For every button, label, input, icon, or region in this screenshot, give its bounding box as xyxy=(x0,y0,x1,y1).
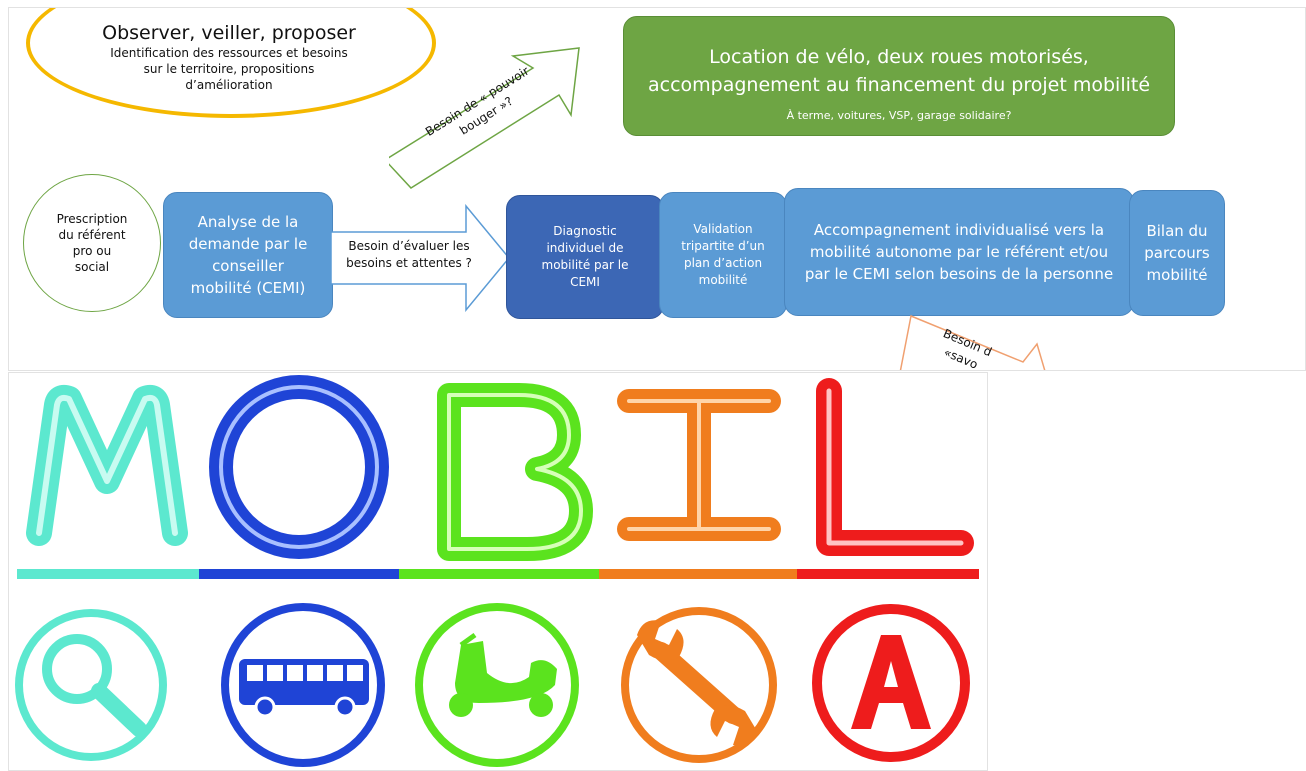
prescription-circle: Prescription du référent pro ou social xyxy=(23,174,161,312)
mobil-logo-panel xyxy=(8,372,988,771)
bar-segment-5 xyxy=(797,569,979,579)
prescription-line-1: Prescription xyxy=(56,212,128,226)
location-title: Location de vélo, deux roues motorisés, … xyxy=(624,43,1174,99)
bilan-line-1: Bilan du xyxy=(1146,222,1208,240)
observe-description: Identification des ressources et besoins… xyxy=(79,45,379,93)
prescription-line-4: social xyxy=(74,260,110,274)
letter-m xyxy=(26,384,188,546)
letter-l xyxy=(816,378,974,556)
analyse-box: Analyse de la demande par le conseiller … xyxy=(163,192,333,318)
wrench-icon xyxy=(621,607,777,763)
bilan-line-3: mobilité xyxy=(1146,266,1208,284)
evaluer-label-line-1: Besoin d’évaluer les xyxy=(348,239,470,253)
accompagnement-line-1: Accompagnement individualisé vers la xyxy=(813,221,1105,239)
observe-line-3: d’amélioration xyxy=(185,78,273,92)
diagnostic-box: Diagnostic individuel de mobilité par le… xyxy=(506,195,664,319)
analyse-line-3: conseiller xyxy=(212,257,284,275)
diagnostic-line-1: Diagnostic xyxy=(553,224,617,238)
validation-line-2: tripartite d’un xyxy=(681,239,765,253)
validation-line-1: Validation xyxy=(693,222,753,236)
mobil-logo xyxy=(15,375,979,767)
mobility-diagram-panel: Observer, veiller, proposer Identificati… xyxy=(8,7,1306,371)
accompagnement-line-2: mobilité autonome par le référent et/ou xyxy=(809,243,1109,261)
magnifier-icon xyxy=(15,609,167,761)
bar-segment-3 xyxy=(399,569,599,579)
bilan-line-2: parcours xyxy=(1144,244,1210,262)
validation-line-4: mobilité xyxy=(698,273,748,287)
prescription-line-3: pro ou xyxy=(72,244,112,258)
evaluer-arrow xyxy=(331,204,510,312)
observe-title: Observer, veiller, proposer xyxy=(102,22,356,44)
diagnostic-line-2: individuel de xyxy=(546,241,624,255)
validation-box: Validation tripartite d’un plan d’action… xyxy=(659,192,787,318)
scooter-icon xyxy=(415,603,579,767)
driving-school-a-icon xyxy=(812,604,970,762)
accompagnement-line-3: par le CEMI selon besoins de la personne xyxy=(804,265,1114,283)
location-box: Location de vélo, deux roues motorisés, … xyxy=(623,16,1175,136)
location-line-1: Location de vélo, deux roues motorisés, xyxy=(709,46,1089,68)
bar-segment-4 xyxy=(599,569,797,579)
evaluer-label: Besoin d’évaluer les besoins et attentes… xyxy=(339,238,479,272)
letter-o xyxy=(209,375,389,559)
letter-b xyxy=(437,383,593,561)
pouvoir-arrow xyxy=(389,47,580,189)
bar-segment-1 xyxy=(17,569,199,579)
bilan-box: Bilan du parcours mobilité xyxy=(1129,190,1225,316)
diagnostic-line-4: CEMI xyxy=(570,275,600,289)
letter-i xyxy=(617,389,781,541)
analyse-line-2: demande par le xyxy=(188,235,308,253)
savoir-arrow xyxy=(899,314,1046,370)
prescription-line-2: du référent xyxy=(58,228,126,242)
evaluer-label-line-2: besoins et attentes ? xyxy=(346,256,472,270)
observe-line-1: Identification des ressources et besoins xyxy=(110,46,348,60)
location-line-2: accompagnement au financement du projet … xyxy=(647,74,1151,96)
bus-icon xyxy=(221,603,385,767)
diagnostic-line-3: mobilité par le xyxy=(541,258,629,272)
analyse-line-4: mobilité (CEMI) xyxy=(190,279,306,297)
validation-line-3: plan d’action xyxy=(683,256,763,270)
bar-segment-2 xyxy=(199,569,399,579)
observe-line-2: sur le territoire, propositions xyxy=(143,62,315,76)
analyse-line-1: Analyse de la xyxy=(197,213,299,231)
location-subtitle: À terme, voitures, VSP, garage solidaire… xyxy=(786,109,1012,122)
accompagnement-box: Accompagnement individualisé vers la mob… xyxy=(784,188,1134,316)
